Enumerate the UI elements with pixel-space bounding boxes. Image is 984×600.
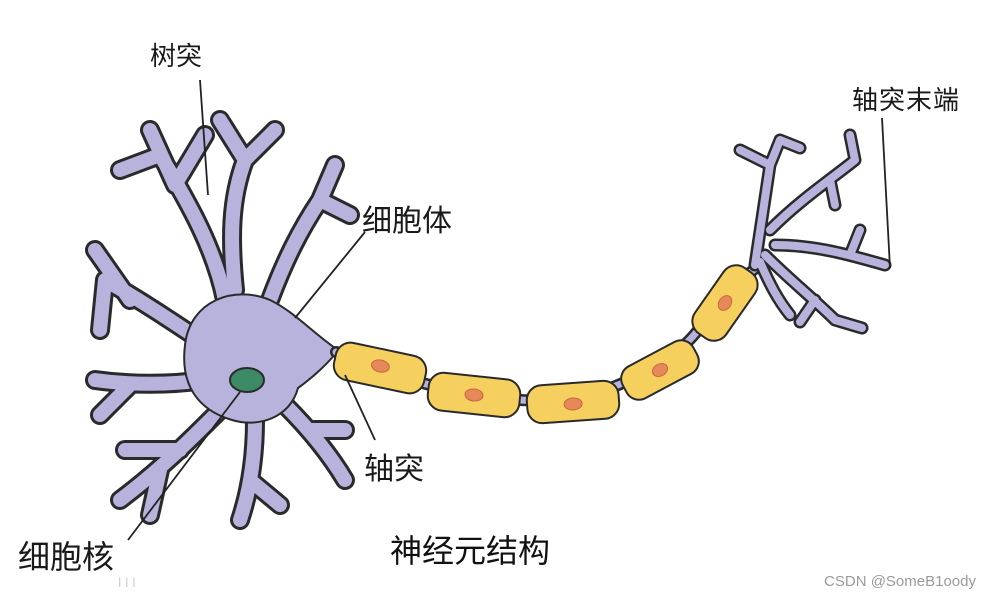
myelin-segment-nucleus [651,363,669,377]
cell-body-leader-line [294,231,366,319]
leader-lines [127,79,891,541]
cell-body-label: 细胞体 [362,204,452,239]
axon-leader-line [344,374,376,441]
watermark: CSDN @SomeB1oody [824,573,976,590]
myelin-segment-nucleus [464,388,484,402]
cell-body [183,293,339,424]
nucleus-label: 细胞核 [18,538,115,576]
dendrites [85,110,360,530]
nucleus-leader-line [127,391,241,541]
myelin-segment-nucleus [563,397,583,411]
dendrite-leader-line [199,79,209,196]
nucleus [229,367,265,393]
myelin-sheath [332,264,759,425]
diagram-title: 神经元结构 [390,532,551,570]
axon-terminal-leader-line [881,117,891,269]
myelin-segment-nucleus [371,359,390,373]
axon-label: 轴突 [364,452,424,487]
myelin-segment-nucleus [717,295,733,311]
axon-terminal-label: 轴突末端 [852,86,961,116]
decor-marks: l l l [118,576,136,590]
axon-terminals [733,128,892,335]
dendrite-label: 树突 [150,42,203,72]
